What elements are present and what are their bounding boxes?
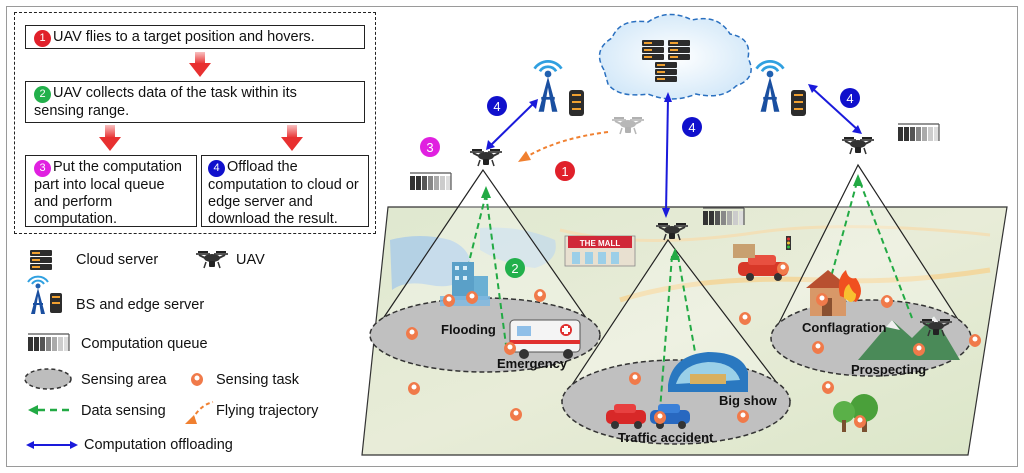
queue-right-icon bbox=[897, 123, 940, 142]
red-car-top-icon bbox=[738, 255, 788, 281]
ambulance-icon bbox=[509, 319, 581, 359]
legend-bs-edge-label: BS and edge server bbox=[76, 297, 205, 313]
legend-queue-label: Computation queue bbox=[81, 336, 208, 352]
label-traffic-accident: Traffic accident bbox=[618, 430, 714, 445]
step-3-line1: Put the computation bbox=[53, 159, 182, 175]
mall-icon: THE MALL bbox=[564, 235, 636, 267]
label-conflagration: Conflagration bbox=[802, 320, 887, 335]
uav-right-icon bbox=[841, 136, 875, 155]
flooded-building-icon bbox=[440, 262, 490, 306]
offload-arrow-middle bbox=[662, 92, 672, 218]
step-2-line2: sensing range. bbox=[34, 103, 130, 119]
lake bbox=[390, 236, 471, 290]
cloud-server-icon bbox=[598, 13, 752, 100]
legend-cloud-server-label: Cloud server bbox=[76, 252, 159, 268]
step-4-line1: Offload the bbox=[227, 159, 298, 175]
legend-data-sensing-icon bbox=[28, 405, 72, 415]
mall-sign-text: THE MALL bbox=[580, 239, 621, 248]
badge-step-3: 3 bbox=[420, 137, 440, 157]
uav-left-icon bbox=[469, 148, 503, 167]
base-station-right-icon bbox=[755, 60, 806, 116]
legend-sensing-area-icon bbox=[24, 368, 72, 390]
svg-text:4: 4 bbox=[688, 120, 695, 135]
step-arrow-1-2 bbox=[189, 52, 211, 77]
step-1-text: UAV flies to a target position and hover… bbox=[53, 29, 315, 45]
legend-sensing-task-label: Sensing task bbox=[216, 372, 300, 388]
badge-step-2: 2 bbox=[505, 258, 525, 278]
delivery-truck-icon bbox=[733, 244, 755, 258]
label-emergency: Emergency bbox=[497, 356, 568, 371]
water bbox=[480, 227, 556, 268]
queue-left-icon bbox=[409, 172, 452, 191]
badge-step-4-middle: 4 bbox=[682, 117, 702, 137]
legend-uav-label: UAV bbox=[236, 252, 265, 268]
base-station-left-icon bbox=[533, 60, 584, 116]
step-2-badge: 2 bbox=[34, 86, 51, 103]
step-3-line2: part into local queue bbox=[34, 177, 165, 193]
uav-ghost-icon bbox=[611, 116, 645, 135]
legend-offloading-label: Computation offloading bbox=[84, 437, 233, 453]
data-sensing-middle-arrowhead bbox=[670, 248, 680, 260]
legend-data-sensing-label: Data sensing bbox=[81, 403, 166, 419]
offload-arrow-right bbox=[808, 84, 862, 134]
legend-offloading-icon bbox=[26, 441, 78, 449]
badge-step-4-left: 4 bbox=[487, 96, 507, 116]
offload-arrow-left bbox=[486, 99, 538, 150]
step-arrow-2-4 bbox=[281, 125, 303, 151]
flying-trajectory bbox=[518, 131, 609, 162]
step-4-line3: edge server and bbox=[208, 194, 313, 210]
step-4-badge: 4 bbox=[208, 160, 225, 177]
step-3-line3: and perform bbox=[34, 194, 113, 210]
tree-icon bbox=[833, 394, 878, 432]
badge-step-4-right: 4 bbox=[840, 88, 860, 108]
step-1-badge: 1 bbox=[34, 30, 51, 47]
legend-sensing-area-label: Sensing area bbox=[81, 372, 167, 388]
legend-bs-edge-icon bbox=[27, 275, 62, 315]
sensing-area-left bbox=[369, 297, 601, 373]
traffic-light-icon bbox=[786, 236, 791, 250]
svg-text:4: 4 bbox=[846, 91, 853, 106]
label-flooding: Flooding bbox=[441, 322, 496, 337]
step-arrow-2-3 bbox=[99, 125, 121, 151]
label-big-show: Big show bbox=[719, 393, 778, 408]
diagram-frame bbox=[6, 6, 1018, 467]
legend-flying-trajectory-label: Flying trajectory bbox=[216, 403, 319, 419]
svg-text:2: 2 bbox=[511, 261, 518, 276]
fire-house-icon bbox=[806, 270, 861, 316]
data-sensing-left-arrowhead bbox=[481, 186, 491, 198]
step-2-line1: UAV collects data of the task within its bbox=[53, 85, 297, 101]
svg-text:3: 3 bbox=[426, 140, 433, 155]
step-4-line2: computation to cloud or bbox=[208, 177, 359, 193]
data-sensing-right-arrowhead bbox=[853, 174, 863, 186]
stadium-icon bbox=[668, 352, 748, 392]
svg-text:4: 4 bbox=[493, 99, 500, 114]
legend-flying-trajectory-icon bbox=[185, 401, 214, 424]
label-prospecting: Prospecting bbox=[851, 362, 926, 377]
step-4-line4: download the result. bbox=[208, 211, 338, 227]
step-3-line4: computation. bbox=[34, 211, 118, 227]
step-3-badge: 3 bbox=[34, 160, 51, 177]
svg-text:1: 1 bbox=[561, 164, 568, 179]
badge-step-1: 1 bbox=[555, 161, 575, 181]
